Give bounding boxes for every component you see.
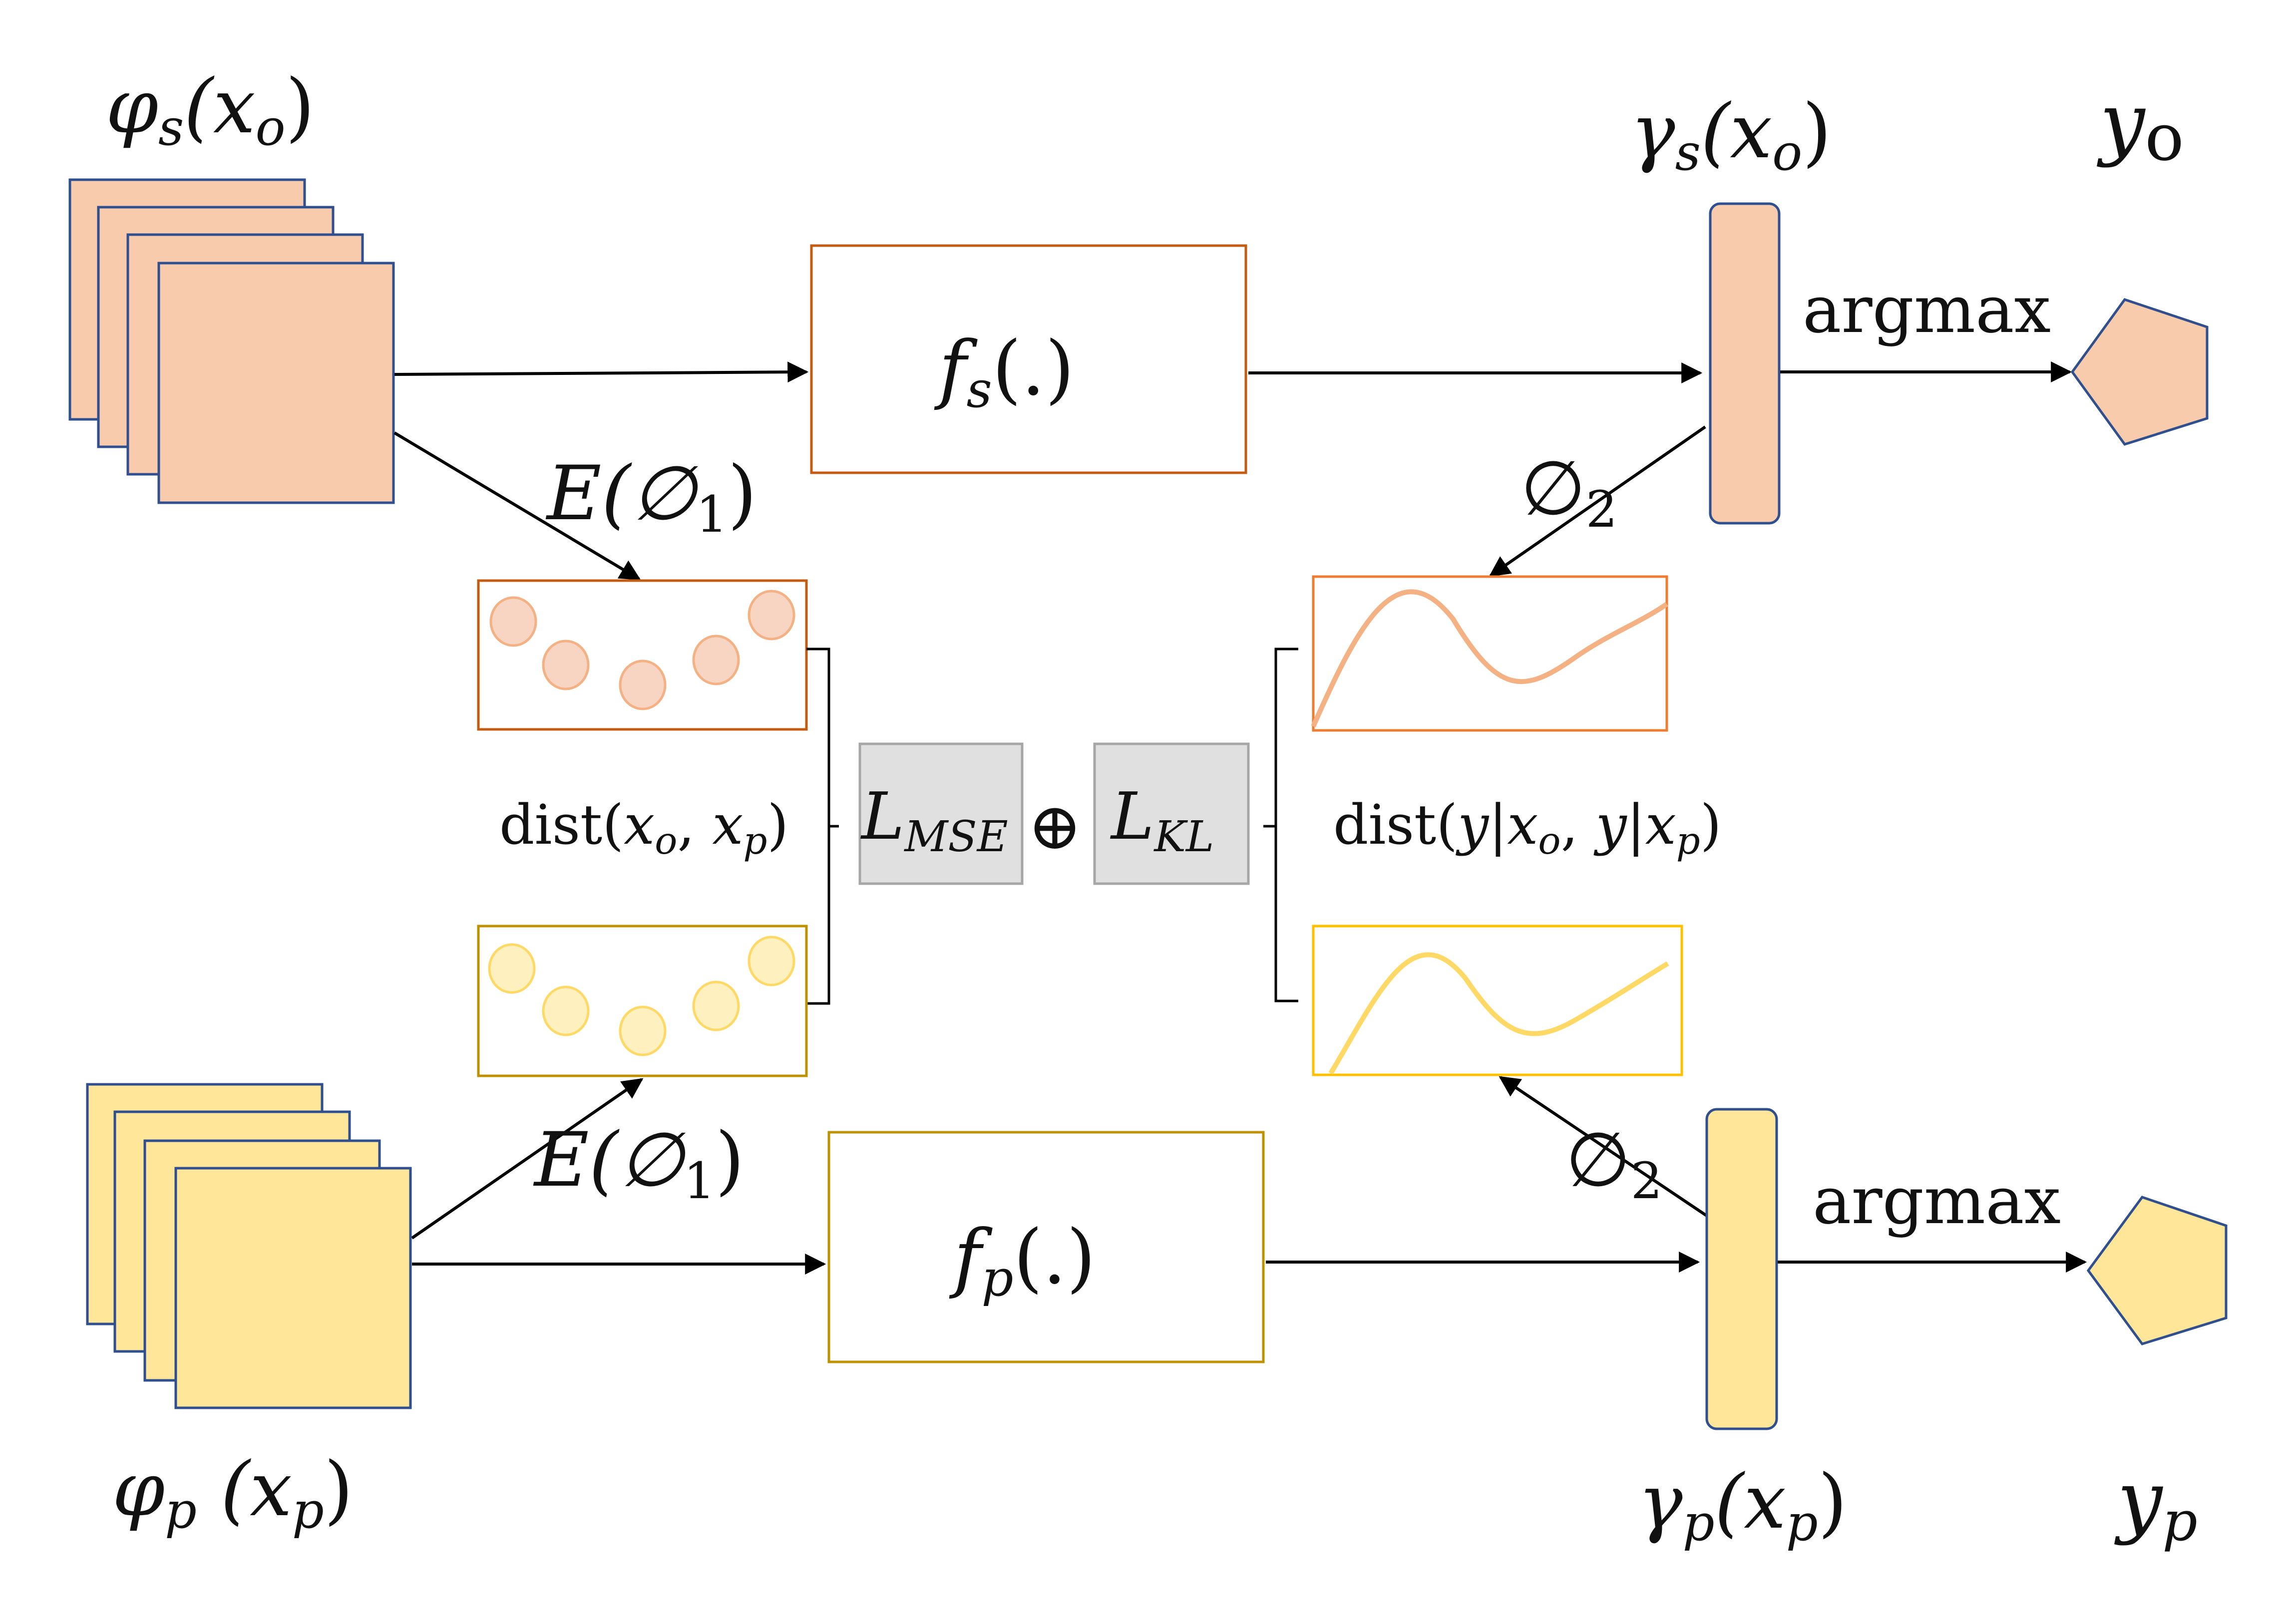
kl-loss-label: LKL — [1110, 778, 1214, 862]
mse-loss-label: LMSE — [860, 778, 1008, 862]
source-softmax-arrow-label: ∅2 — [1520, 445, 1617, 539]
proxy-embedding-dots — [488, 936, 795, 1056]
feature-distance-label: dist(xo, xp) — [499, 793, 788, 863]
proxy-model-label: fp(.) — [949, 1214, 1096, 1307]
proxy-feature-map-4 — [174, 1167, 412, 1409]
combine-operator: ⊕ — [1028, 788, 1082, 864]
proxy-softmax-arrow — [1499, 1076, 1711, 1220]
output-distance-label: dist(y|xo, y|xp) — [1333, 793, 1722, 863]
proxy-embedding-dot — [748, 936, 795, 986]
source-embedding-dot — [692, 635, 740, 685]
source-distribution-box — [1312, 575, 1668, 732]
proxy-embedding-dot — [619, 1005, 667, 1056]
proxy-prediction-label: yp — [2114, 1453, 2198, 1553]
source-softmax-arrow — [1489, 425, 1706, 577]
source-output-vector-label: γs(xo) — [1630, 88, 1832, 182]
proxy-embedding-arrow-label: E(∅1) — [533, 1117, 745, 1210]
proxy-output-vector — [1705, 1108, 1778, 1430]
proxy-embedding-dot — [542, 985, 590, 1036]
source-embedding-dot — [748, 590, 795, 641]
source-embedding-dot — [619, 659, 667, 710]
source-prediction-label: yo — [2097, 75, 2184, 175]
source-argmax-label: argmax — [1803, 272, 2051, 347]
proxy-embedding-dot — [488, 943, 536, 994]
proxy-input-label: φp (xp) — [112, 1446, 353, 1540]
proxy-distribution-box — [1312, 925, 1683, 1076]
proxy-prediction-shape — [2086, 1196, 2228, 1345]
source-embedding-arrow-label: E(∅1) — [545, 450, 757, 544]
mse-loss-box — [858, 742, 1024, 885]
source-output-vector — [1709, 202, 1781, 525]
proxy-softmax-arrow-label: ∅2 — [1565, 1117, 1662, 1210]
feature-distance-brace — [806, 648, 839, 1005]
proxy-output-vector-label: γp(xp) — [1638, 1459, 1847, 1552]
source-embedding-dot — [542, 640, 590, 690]
proxy-model-box — [827, 1131, 1265, 1363]
source-model-label: fs(.) — [934, 325, 1075, 419]
proxy-embedding-dot — [692, 980, 740, 1031]
source-embedding-dots — [489, 590, 795, 710]
output-distance-brace — [1263, 648, 1298, 1002]
source-to-model-arrow — [394, 361, 809, 383]
source-embedding-arrow — [393, 431, 641, 581]
source-model-box — [810, 244, 1247, 474]
source-embedding-dot — [489, 596, 537, 647]
source-feature-stack — [68, 178, 395, 504]
source-distribution-curve — [1311, 589, 1668, 728]
kl-loss-box — [1093, 742, 1250, 885]
proxy-embedding-arrow — [411, 1078, 644, 1240]
proxy-distribution-curve — [1328, 952, 1669, 1075]
source-prediction-shape — [2070, 298, 2209, 446]
proxy-feature-stack — [86, 1083, 412, 1409]
source-input-label: φs(xo) — [106, 63, 315, 157]
source-feature-map-4 — [157, 262, 395, 504]
proxy-argmax-label: argmax — [1813, 1163, 2061, 1239]
